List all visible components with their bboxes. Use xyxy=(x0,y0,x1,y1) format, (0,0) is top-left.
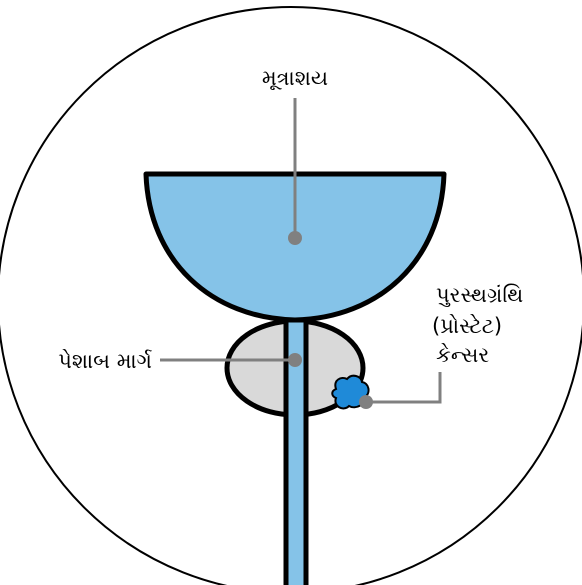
prostate-cancer-label-line2: (પ્રોસ્ટેટ) xyxy=(432,314,502,338)
bladder-label: મૂત્રાશય xyxy=(262,66,328,90)
cancer-pointer-dot xyxy=(359,395,373,409)
cancer-pointer-line xyxy=(366,372,440,402)
urethra-pointer-dot xyxy=(288,353,302,367)
bladder-pointer-dot xyxy=(288,231,302,245)
prostate-cancer-label-line3: કેન્સર xyxy=(436,343,489,367)
urethra-label: પેશાબ માર્ગ xyxy=(58,349,152,373)
prostate-cancer-label-line1: પુરસ્થગ્રંથિ xyxy=(436,283,523,307)
